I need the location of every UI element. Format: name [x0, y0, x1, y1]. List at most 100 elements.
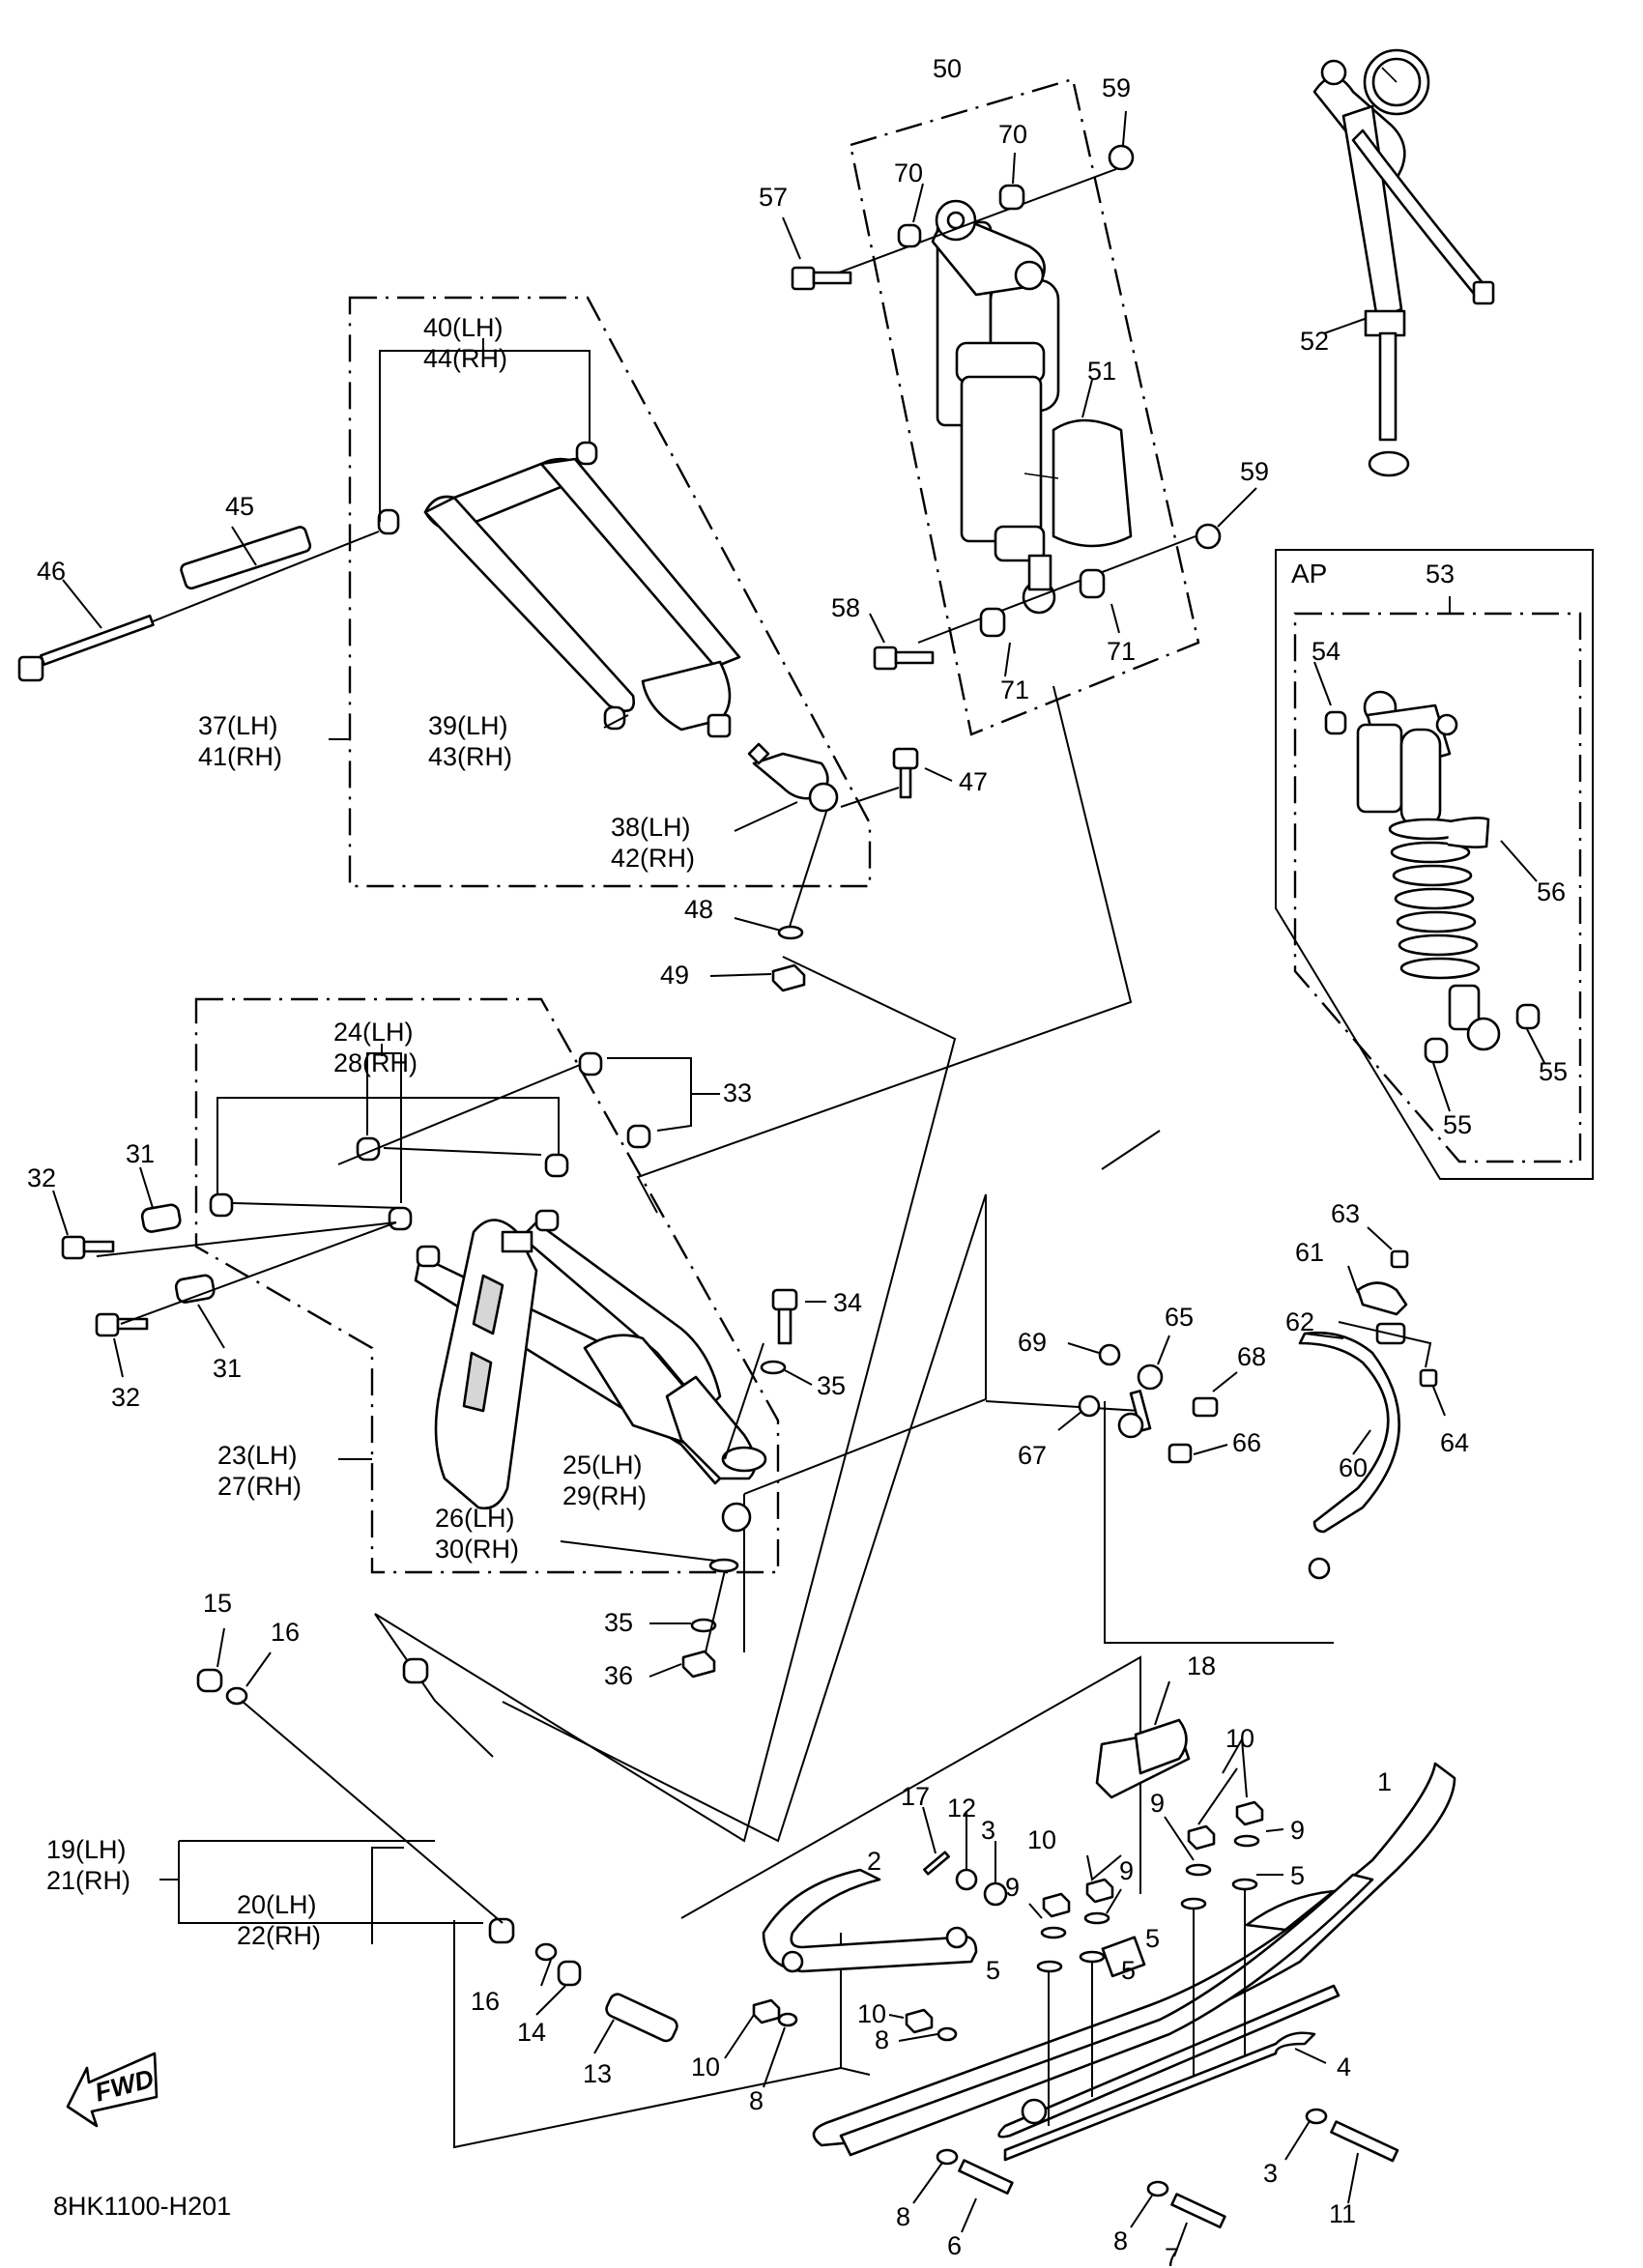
callout-23: 23(LH)	[217, 1441, 298, 1470]
callout-38: 38(LH)	[611, 813, 691, 842]
callout-54: 54	[1312, 637, 1340, 666]
callout-68: 68	[1237, 1342, 1266, 1371]
callout-64: 64	[1440, 1428, 1469, 1457]
callout-69: 69	[1018, 1328, 1047, 1357]
upper-arm-group-box	[348, 296, 872, 888]
callout-34: 34	[833, 1288, 862, 1317]
callout-32: 32	[111, 1383, 140, 1412]
callout-10: 10	[857, 1999, 886, 2028]
callout-10: 10	[691, 2053, 720, 2081]
ski-handle	[762, 1868, 978, 1973]
callout-55: 55	[1539, 1057, 1568, 1086]
upper-a-arm	[377, 441, 741, 738]
callout-67: 67	[1018, 1441, 1047, 1470]
lower-ball-joint-parts	[338, 1288, 826, 1679]
ap-shock	[1313, 596, 1545, 1112]
upper-arm-bolt-and-sleeve	[17, 526, 629, 729]
callout-60: 60	[1339, 1453, 1368, 1482]
shock-group-box	[849, 77, 1200, 736]
callout-28: 28(RH)	[333, 1048, 418, 1077]
steering-link	[1057, 1226, 1446, 1580]
callout-6: 6	[947, 2231, 962, 2260]
runner	[1003, 2031, 1316, 2162]
callout-12: 12	[947, 1794, 976, 1823]
callout-10: 10	[1027, 1825, 1056, 1854]
callout-36: 36	[604, 1661, 633, 1690]
nut-49	[771, 963, 806, 992]
callout-13: 13	[583, 2059, 612, 2088]
callout-9: 9	[1290, 1816, 1305, 1845]
callout-45: 45	[225, 492, 254, 521]
callout-4: 4	[1337, 2053, 1351, 2081]
lower-arm-brackets	[96, 1044, 720, 1257]
callout-19: 19(LH)	[46, 1835, 127, 1864]
callout-16: 16	[471, 1987, 500, 2016]
callout-5: 5	[986, 1956, 1000, 1985]
callout-10: 10	[1225, 1724, 1254, 1753]
callout-11: 11	[1329, 2199, 1356, 2228]
callout-8: 8	[749, 2086, 764, 2115]
callout-33: 33	[723, 1078, 752, 1107]
callout-5: 5	[1145, 1924, 1160, 1953]
callout-14: 14	[517, 2018, 546, 2047]
callout-31: 31	[126, 1139, 155, 1168]
callout-41: 41(RH)	[198, 742, 282, 771]
callout-labels: 50 59 70 70 57 51 59 58 71 71 52 53 54 5…	[27, 54, 1568, 2268]
callout-24: 24(LH)	[333, 1018, 414, 1047]
callout-43: 43(RH)	[428, 742, 512, 771]
wear-pad	[1095, 1680, 1191, 1799]
callout-20: 20(LH)	[237, 1890, 317, 1919]
callout-46: 46	[37, 557, 66, 586]
callout-29: 29(RH)	[562, 1481, 647, 1510]
washer-48	[777, 925, 804, 940]
spring-tool	[1312, 48, 1495, 477]
callout-49: 49	[660, 961, 689, 990]
callout-5: 5	[1290, 1861, 1305, 1890]
callout-3: 3	[1263, 2159, 1278, 2188]
callout-3: 3	[981, 1816, 995, 1845]
lower-arm-bolts	[52, 1166, 397, 1378]
callout-bracket-40	[379, 350, 591, 522]
ski-small-parts	[922, 1806, 1008, 1907]
callout-51: 51	[1087, 357, 1116, 386]
ap-inner-box	[1293, 612, 1582, 1163]
spindle-brackets	[159, 1840, 483, 1944]
callout-27: 27(RH)	[217, 1472, 302, 1501]
lower-arm-bushings	[209, 1051, 651, 1231]
callout-70: 70	[998, 120, 1027, 149]
ski-mount-fasteners	[1028, 1738, 1284, 2126]
callout-9: 9	[1150, 1789, 1165, 1818]
spindle	[196, 1219, 678, 2054]
callout-47: 47	[959, 767, 988, 796]
ap-frame	[1275, 549, 1594, 1180]
callout-58: 58	[831, 593, 860, 622]
callout-8: 8	[1113, 2226, 1128, 2255]
callout-16: 16	[271, 1618, 300, 1647]
leader-49	[709, 973, 772, 977]
callout-7: 7	[1165, 2243, 1179, 2268]
callout-42: 42(RH)	[611, 844, 695, 873]
leader-4	[1294, 2048, 1327, 2064]
callout-57: 57	[759, 183, 788, 212]
callout-15: 15	[203, 1589, 232, 1618]
callout-61: 61	[1295, 1238, 1324, 1267]
callout-2: 2	[867, 1847, 881, 1876]
callout-30: 30(RH)	[435, 1535, 519, 1564]
callout-66: 66	[1232, 1428, 1261, 1457]
ball-joint	[734, 742, 953, 933]
callout-31: 31	[213, 1354, 242, 1383]
callout-52: 52	[1300, 327, 1329, 356]
shock-lower-fasteners	[869, 487, 1257, 677]
callout-39: 39(LH)	[428, 711, 508, 740]
callout-32: 32	[27, 1163, 56, 1192]
leader-48	[734, 917, 782, 932]
fwd-arrow: FWD	[66, 2052, 159, 2128]
shock-upper-fasteners	[782, 110, 1135, 291]
callout-59: 59	[1102, 73, 1131, 102]
callout-21: 21(RH)	[46, 1866, 130, 1895]
callout-71: 71	[1107, 637, 1136, 666]
callout-48: 48	[684, 895, 713, 924]
callout-9: 9	[1119, 1856, 1134, 1885]
callout-8: 8	[875, 2025, 889, 2054]
